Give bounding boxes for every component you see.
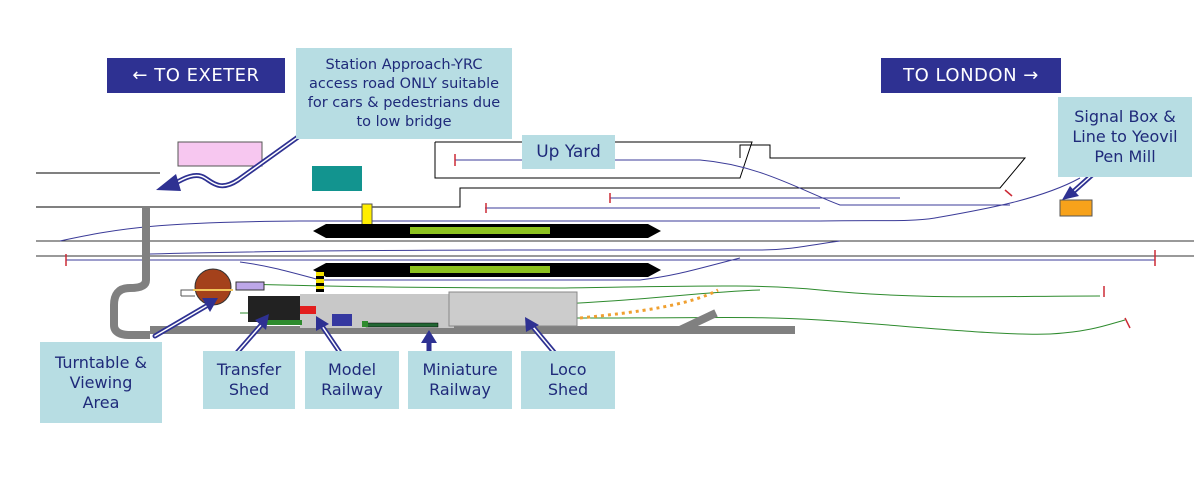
yard-sidings — [59, 159, 1155, 281]
viewing-hut — [235, 281, 265, 291]
to-exeter-sign: ← TO EXETER — [107, 58, 285, 93]
transfer-shed-text: Transfer Shed — [216, 360, 282, 399]
miniature-railway-text: Miniature Railway — [422, 360, 498, 399]
site-boundary — [36, 141, 1027, 208]
model-railway-building — [300, 306, 316, 314]
to-london-sign: TO LONDON → — [881, 58, 1061, 93]
transfer-shed-building — [248, 296, 300, 322]
loco-shed-text: Loco Shed — [547, 360, 589, 399]
turntable-text: Turntable & Viewing Area — [54, 352, 147, 412]
miniature-railway-callout: Miniature Railway — [408, 351, 512, 409]
level-crossing-marker — [316, 272, 324, 292]
up-yard-callout: Up Yard — [522, 135, 615, 169]
transfer-shed-callout: Transfer Shed — [203, 351, 295, 409]
miniature-railway-track — [365, 322, 439, 328]
signal-box — [1059, 199, 1093, 217]
station-approach-callout: Station Approach-YRC access road ONLY su… — [296, 48, 512, 139]
building-teal — [312, 166, 362, 191]
platform-down — [313, 263, 661, 277]
miniature-railway-hut — [332, 314, 352, 326]
loco-shed-callout: Loco Shed — [521, 351, 615, 409]
signal-box-text: Signal Box & Line to Yeovil Pen Mill — [1072, 107, 1178, 166]
turntable-callout: Turntable & Viewing Area — [40, 342, 162, 423]
model-railway-text: Model Railway — [321, 360, 383, 399]
model-railway-callout: Model Railway — [305, 351, 399, 409]
platform-up — [313, 224, 661, 238]
loco-shed-building — [448, 291, 578, 327]
transfer-shed-base — [262, 320, 302, 325]
station-building-pink — [177, 141, 263, 167]
signal-box-callout: Signal Box & Line to Yeovil Pen Mill — [1058, 97, 1192, 177]
up-yard-text: Up Yard — [536, 142, 601, 162]
turntable — [180, 268, 233, 306]
miniature-railway-platform — [362, 321, 368, 327]
station-approach-text: Station Approach-YRC access road ONLY su… — [307, 56, 501, 130]
main-line-tracks — [36, 240, 1194, 257]
